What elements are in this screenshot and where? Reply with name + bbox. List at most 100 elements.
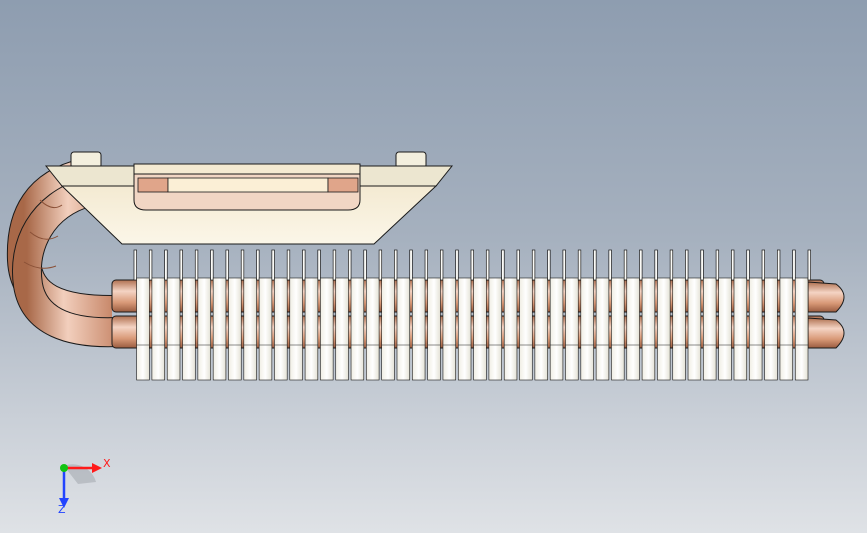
fin [381, 277, 395, 381]
fin [182, 277, 196, 381]
fin [733, 277, 748, 381]
fin-tip [225, 249, 229, 281]
fin-tip [715, 249, 720, 281]
fin [657, 277, 671, 381]
fin-tip [669, 249, 674, 281]
fin-tip [562, 249, 566, 281]
fin [412, 277, 426, 381]
fin [641, 277, 656, 381]
heatpipe-tips [807, 281, 845, 349]
x-axis-label: X [103, 457, 111, 470]
fin-tip [210, 249, 214, 281]
heatpipe-bend [6, 158, 119, 348]
fin [366, 277, 380, 381]
fin [166, 277, 181, 381]
fin [779, 277, 793, 381]
fin-tip [654, 249, 658, 281]
fin-tip [501, 249, 505, 281]
y-axis-dot [60, 464, 68, 472]
fin-tip [194, 249, 199, 281]
fin [197, 277, 211, 381]
fin-tip [271, 249, 275, 281]
fin-tip [531, 249, 536, 281]
fin [243, 277, 257, 381]
fin-tip [179, 249, 183, 281]
fin-tip [746, 249, 750, 281]
fin [488, 277, 502, 381]
axis-triad: X Z [44, 452, 114, 518]
fin [794, 277, 809, 381]
fin-tip [593, 249, 597, 281]
fin-tip [455, 249, 459, 281]
fin [519, 277, 533, 381]
fin-tip [424, 249, 428, 281]
fin [565, 277, 579, 381]
fin-tip [286, 249, 291, 281]
fin-tip [792, 249, 796, 281]
fin [703, 277, 717, 381]
fin-tip [240, 249, 245, 281]
fin-tip [485, 249, 490, 281]
fin [151, 277, 165, 381]
fin-tip [547, 249, 551, 281]
fin-tip [807, 249, 811, 281]
fin-tip [148, 249, 153, 281]
fin-tip [761, 249, 765, 281]
fin-tip [623, 249, 628, 281]
fin-tip [317, 249, 321, 281]
fin [427, 277, 441, 381]
fin [442, 277, 456, 381]
fin-tip [639, 249, 643, 281]
fin [136, 277, 150, 381]
fin [212, 277, 227, 381]
fin [289, 277, 303, 381]
copper-contact-block [133, 163, 361, 211]
fin [764, 277, 778, 381]
fin-tip [731, 249, 735, 281]
fin [549, 277, 564, 381]
fin [595, 277, 610, 381]
fin [335, 277, 349, 381]
fin-stack [133, 249, 811, 381]
fin-tip [700, 249, 704, 281]
fin-tip [332, 249, 337, 281]
fin [258, 277, 273, 381]
fin [503, 277, 518, 381]
fin [304, 277, 319, 381]
fin [611, 277, 625, 381]
fin-tip [133, 249, 137, 281]
fin-tip [256, 249, 260, 281]
fin-tip [608, 249, 612, 281]
fin [228, 277, 242, 381]
fin [687, 277, 702, 381]
fin-tip [470, 249, 474, 281]
fin-tip [348, 249, 352, 281]
fin-tip [394, 249, 398, 281]
fin [274, 277, 288, 381]
fin [320, 277, 334, 381]
fin-tip [777, 249, 781, 281]
fin-tip [164, 249, 168, 281]
fin [626, 277, 640, 381]
fin-tip [378, 249, 383, 281]
fin-tip [409, 249, 413, 281]
fin-tip [516, 249, 520, 281]
axis-triad-graphic [59, 463, 102, 508]
fin [396, 277, 411, 381]
fin [672, 277, 686, 381]
fin-tip [363, 249, 367, 281]
fin [749, 277, 763, 381]
fin [457, 277, 472, 381]
fin [534, 277, 548, 381]
fin-tip [302, 249, 306, 281]
fin-tip [685, 249, 689, 281]
fin [718, 277, 732, 381]
fin-tip [440, 249, 444, 281]
fin [473, 277, 487, 381]
fin-tip [577, 249, 582, 281]
fin [350, 277, 365, 381]
fin [580, 277, 594, 381]
z-axis-label: Z [58, 503, 66, 516]
